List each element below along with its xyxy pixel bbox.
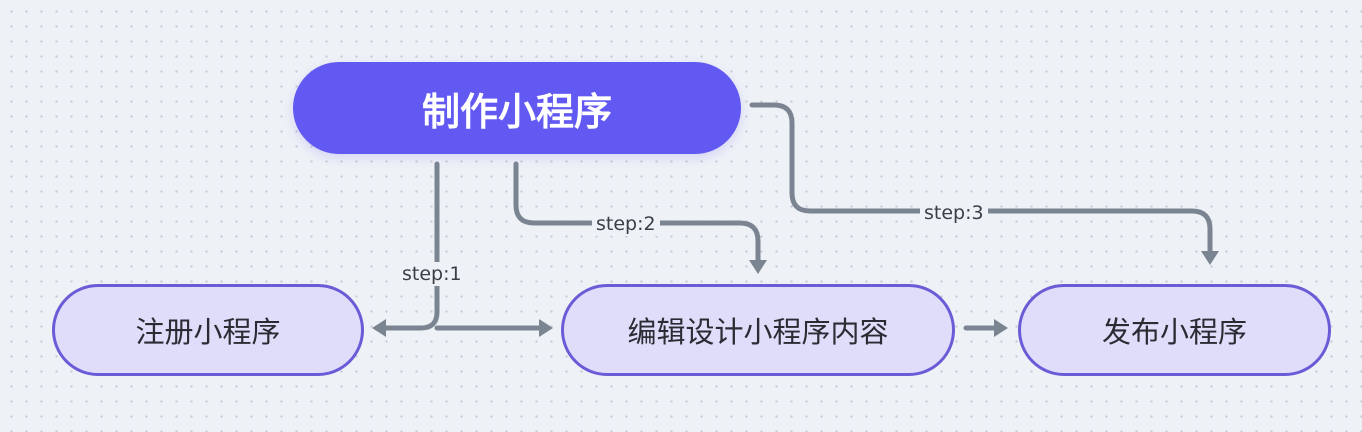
edge-step-3-line [749,102,1213,255]
edge-step-3-arrow [1201,251,1219,265]
root-node[interactable]: 制作小程序 [293,62,741,154]
edge-step-1-line [383,161,543,331]
edge-step-2-arrow [749,260,767,274]
edge-step-1-arrow-right [539,319,553,337]
child-node-register-label: 注册小程序 [135,315,281,349]
child-node-edit-design[interactable]: 编辑设计小程序内容 [561,284,955,376]
child-node-edit-design-label: 编辑设计小程序内容 [627,315,889,349]
child-node-publish-label: 发布小程序 [1101,315,1247,349]
edge-label-step-2: step:2 [592,212,660,236]
root-node-label: 制作小程序 [421,89,612,134]
child-node-publish[interactable]: 发布小程序 [1018,284,1331,376]
edge-label-step-3: step:3 [920,201,988,225]
child-node-register[interactable]: 注册小程序 [52,284,364,376]
edge-step-1-arrow-left [372,319,386,337]
edge-label-step-1: step:1 [398,262,466,286]
edge-2-3-arrow [994,319,1008,337]
